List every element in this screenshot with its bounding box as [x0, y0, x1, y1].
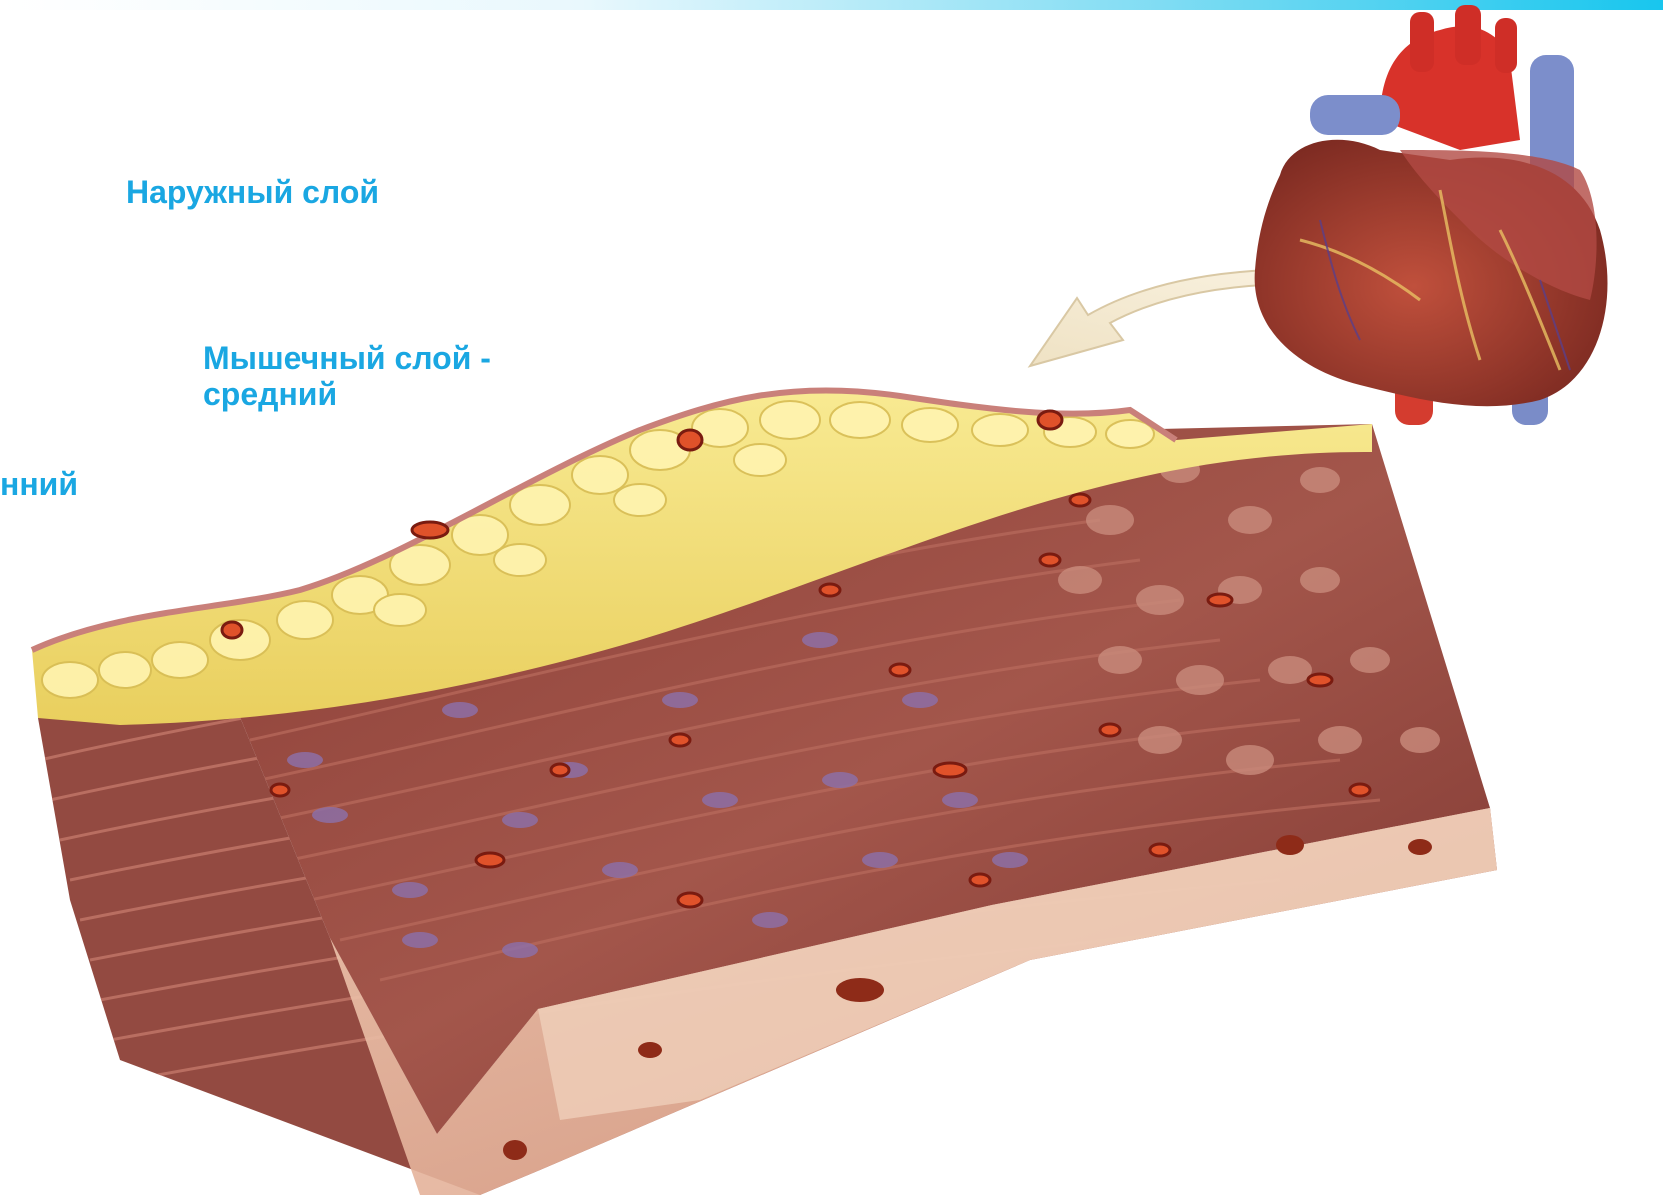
heart-icon: [1255, 5, 1608, 425]
myocardium-tissue-section: [32, 390, 1497, 1195]
